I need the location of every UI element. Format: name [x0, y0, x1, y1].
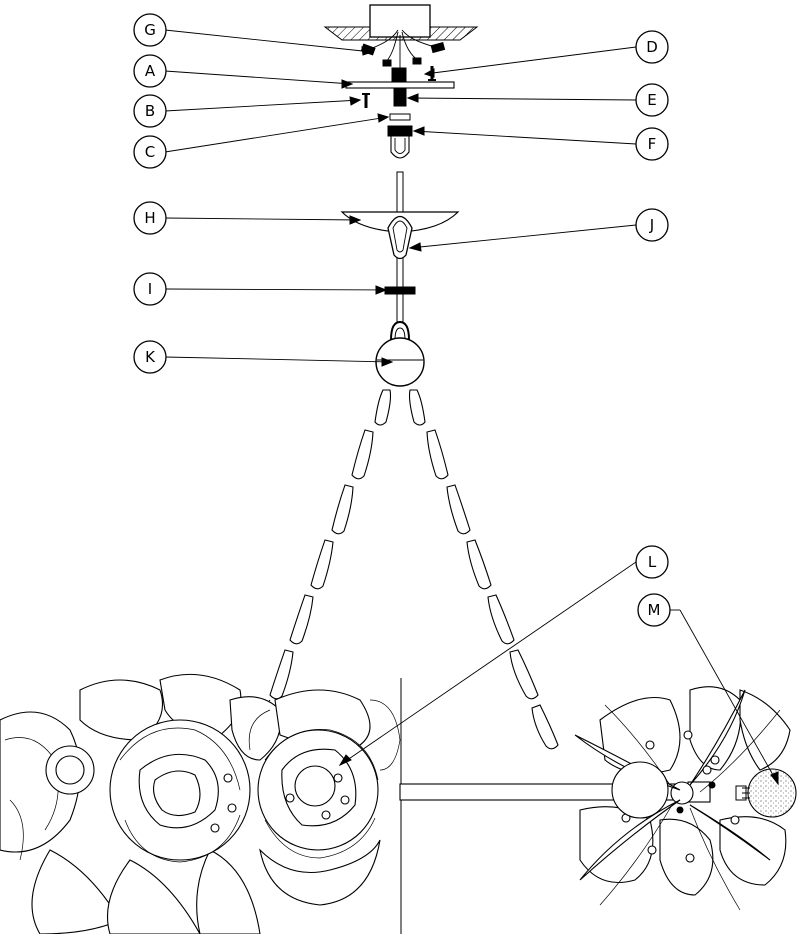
leader-arrows: [338, 46, 779, 786]
callout-B: B: [133, 94, 167, 128]
ceiling-box: [323, 4, 479, 41]
callout-A: A: [133, 54, 167, 88]
callout-I: I: [133, 272, 167, 306]
callout-C: C: [133, 135, 167, 169]
callout-E: E: [635, 83, 669, 117]
callout-K: K: [133, 340, 167, 374]
bulb: [735, 768, 797, 818]
leader-lines: [164, 29, 779, 785]
svg-text:F: F: [648, 135, 657, 153]
callout-J: J: [635, 208, 669, 242]
svg-text:I: I: [148, 280, 152, 298]
loop: [387, 215, 413, 260]
flower-cluster-right: [574, 686, 791, 911]
callout-L: L: [635, 545, 669, 579]
ball: [375, 320, 425, 387]
callout-G: G: [133, 13, 167, 47]
lamp-socket: [387, 125, 413, 159]
svg-text:D: D: [646, 38, 658, 56]
svg-text:E: E: [647, 91, 656, 109]
callout-D: D: [635, 30, 669, 64]
lock-nut: [384, 286, 416, 295]
svg-text:C: C: [145, 143, 155, 161]
canopy-plate: [345, 67, 455, 89]
svg-text:L: L: [648, 553, 657, 571]
svg-text:B: B: [145, 102, 155, 120]
chain-right: [408, 389, 559, 750]
flower-cluster-left: [0, 673, 401, 934]
callout-H: H: [133, 201, 167, 235]
svg-text:G: G: [144, 21, 156, 39]
svg-text:K: K: [145, 348, 156, 366]
callout-F: F: [635, 127, 669, 161]
svg-text:M: M: [648, 601, 661, 619]
svg-text:H: H: [144, 209, 155, 227]
nipple: [389, 87, 411, 121]
chain-left: [254, 389, 392, 721]
svg-text:J: J: [649, 216, 654, 234]
callout-M: M: [637, 593, 671, 627]
svg-text:A: A: [145, 62, 156, 80]
